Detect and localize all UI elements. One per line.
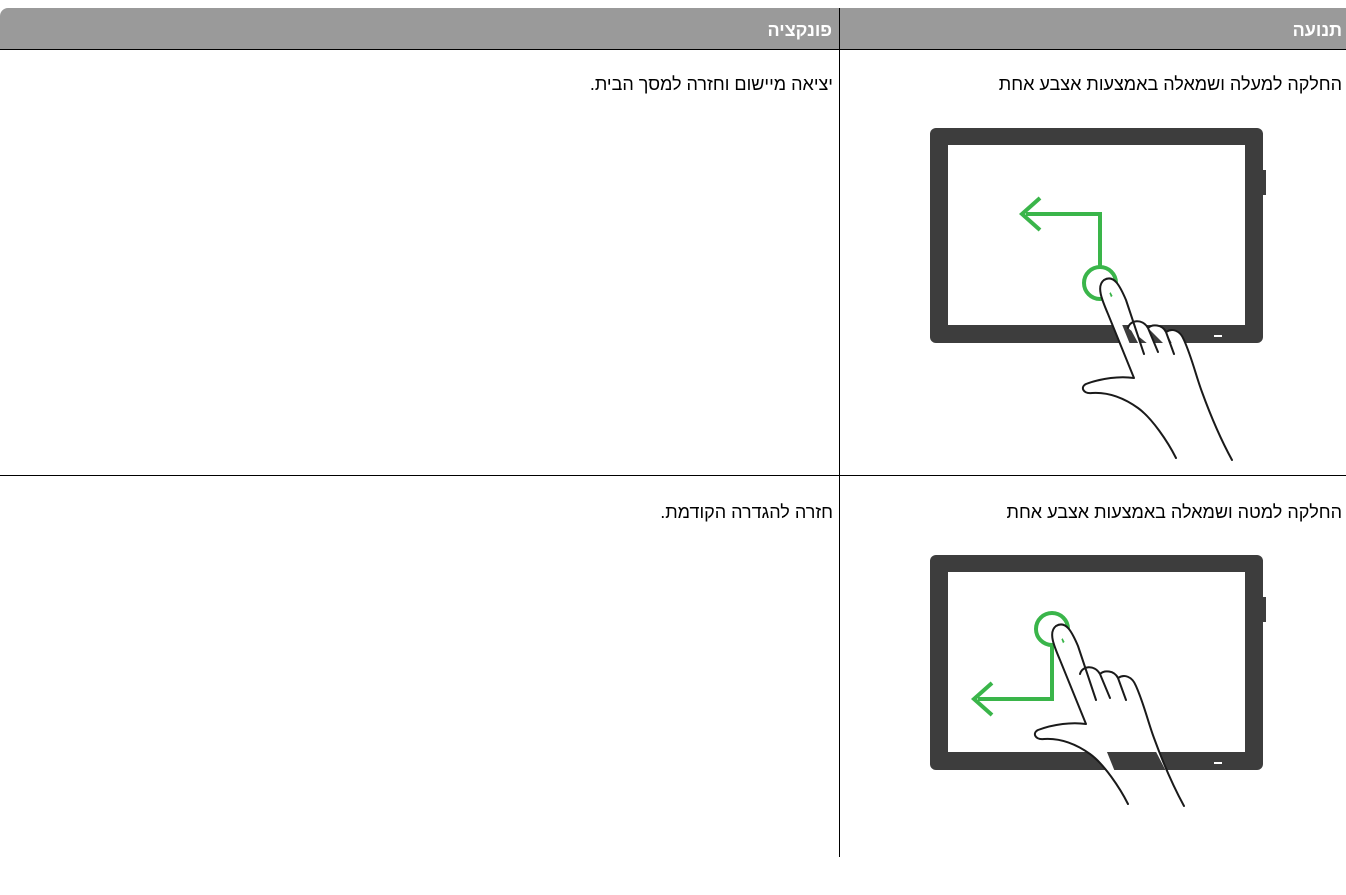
tablet-side-button: [1262, 170, 1266, 195]
hand-icon: [1033, 623, 1185, 807]
column-divider: [839, 8, 840, 857]
tablet-home-indicator: [1214, 335, 1222, 337]
header-motion: תנועה: [1292, 20, 1342, 40]
swipe-down-left-illustration: [930, 555, 1266, 807]
gestures-table: תנועה פונקציה החלקה למעלה ושמאלה באמצעות…: [0, 8, 1346, 857]
tablet-home-indicator: [1214, 762, 1222, 764]
row1-function-text: יציאה מיישום וחזרה למסך הבית.: [589, 74, 833, 94]
row2-function-text: חזרה להגדרה הקודמת.: [660, 502, 833, 522]
swipe-up-left-illustration: [930, 128, 1266, 461]
tablet-screen: [948, 145, 1245, 325]
row1-motion-text: החלקה למעלה ושמאלה באמצעות אצבע אחת: [998, 74, 1342, 94]
hand-icon: [1081, 277, 1233, 461]
table-header: תנועה פונקציה: [0, 8, 1346, 49]
row-divider: [0, 475, 1346, 476]
header-divider: [0, 49, 1346, 50]
tablet-side-button: [1262, 597, 1266, 622]
header-function: פונקציה: [767, 20, 832, 40]
tablet-screen: [948, 572, 1245, 752]
row2-motion-text: החלקה למטה ושמאלה באמצעות אצבע אחת: [1006, 502, 1342, 522]
